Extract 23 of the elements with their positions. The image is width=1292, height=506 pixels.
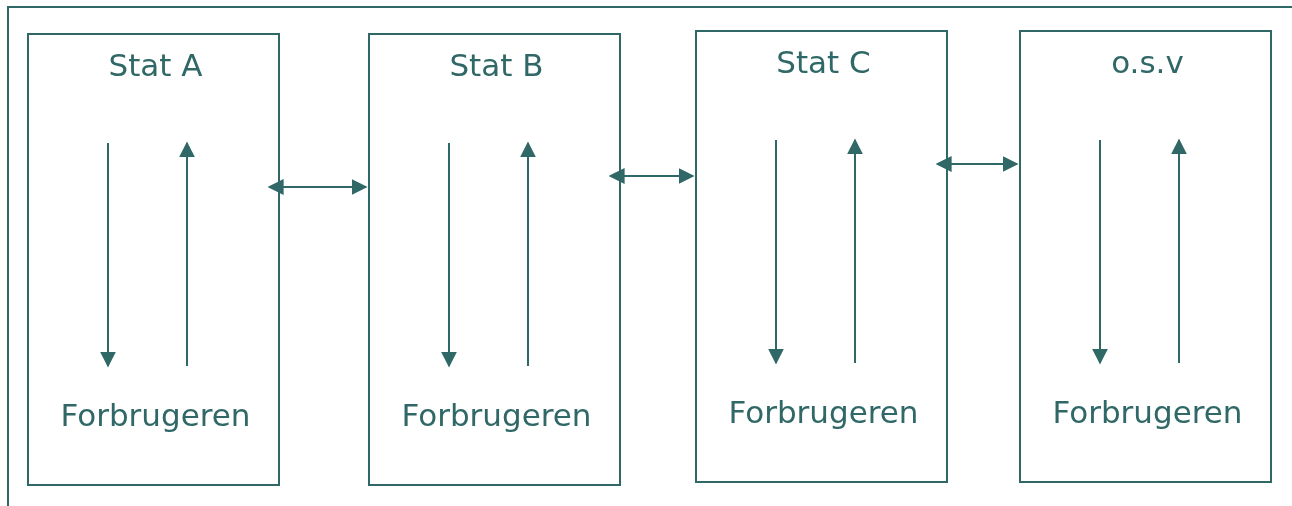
box-label: Stat C	[775, 43, 872, 82]
arrow	[100, 142, 116, 368]
arrow	[935, 156, 1019, 172]
box-label: Stat A	[107, 46, 204, 85]
arrow	[441, 142, 457, 368]
state-box	[368, 33, 621, 486]
arrow	[768, 139, 784, 365]
state-box	[27, 33, 280, 486]
arrow	[608, 168, 695, 184]
state-box	[695, 30, 948, 483]
arrow	[1092, 139, 1108, 365]
arrow	[1171, 138, 1187, 364]
arrow	[267, 179, 368, 195]
state-box	[1019, 30, 1272, 483]
box-label: Forbrugeren	[400, 396, 593, 435]
box-label: Forbrugeren	[727, 393, 920, 432]
arrow	[520, 141, 536, 367]
arrow	[847, 138, 863, 364]
box-label: Stat B	[448, 46, 545, 85]
arrow	[179, 141, 195, 367]
box-label: Forbrugeren	[59, 396, 252, 435]
box-label: o.s.v	[1110, 43, 1185, 82]
box-label: Forbrugeren	[1051, 393, 1244, 432]
